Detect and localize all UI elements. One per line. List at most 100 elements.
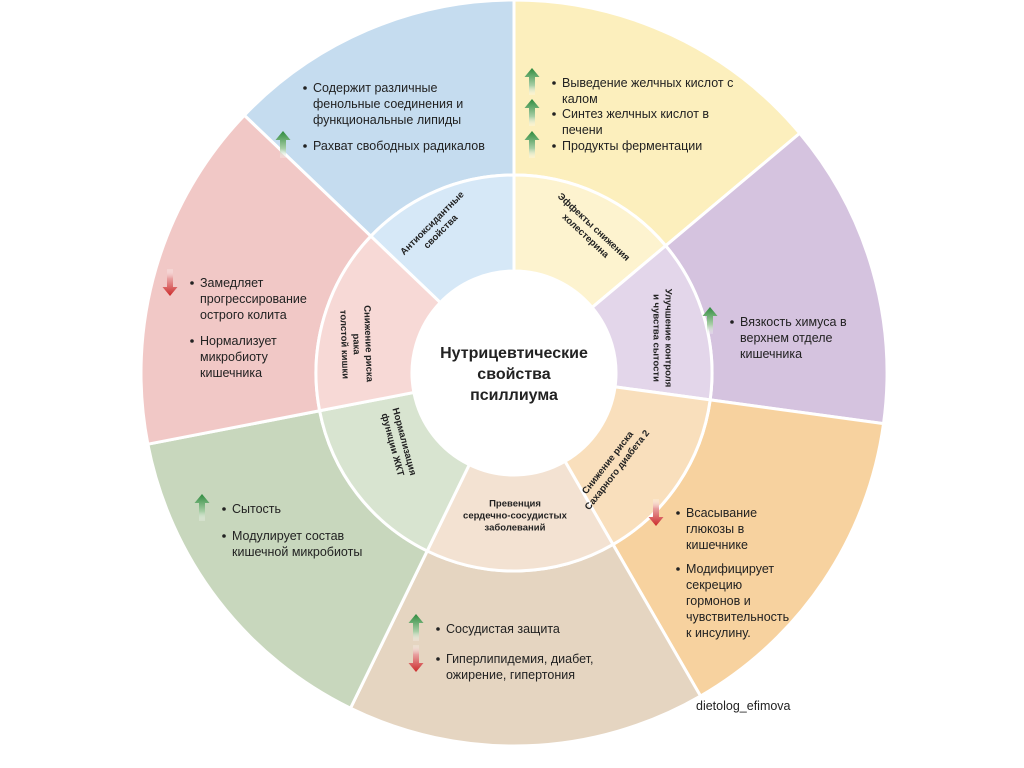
- bullet-dot-icon: [222, 507, 226, 511]
- bullet-line: ожирение, гипертония: [446, 668, 575, 682]
- bullet-line: к инсулину.: [686, 626, 751, 640]
- bullet-line: кишечнике: [686, 538, 748, 552]
- center-title: Нутрицевтические свойства псиллиума: [440, 345, 588, 404]
- bullet-line: кишечной микробиоты: [232, 545, 362, 559]
- bullet-text: Содержит различные фенольные соединения и…: [313, 81, 463, 127]
- bullet-dot-icon: [552, 81, 556, 85]
- bullet-line: Модулирует состав: [232, 529, 345, 543]
- bullet-line: Рахват свободных радикалов: [313, 139, 485, 153]
- sector-label-line: Превенция: [489, 499, 541, 510]
- bullet-text: Продукты ферментации: [562, 139, 702, 153]
- bullet-text: Модулирует состав кишечной микробиоты: [232, 529, 362, 559]
- bullet-line: Вязкость химуса в: [740, 315, 847, 329]
- bullet-line: Нормализует: [200, 334, 277, 348]
- bullet-text: Рахват свободных радикалов: [313, 139, 485, 153]
- bullet-line: Содержит различные: [313, 81, 437, 95]
- bullet-dot-icon: [190, 281, 194, 285]
- bullet-text: Гиперлипидемия, диабет, ожирение, гиперто…: [446, 652, 593, 682]
- inner-ring: [314, 173, 714, 573]
- bullet-dot-icon: [730, 320, 734, 324]
- bullet-item-antioxidant: Рахват свободных радикалов: [275, 131, 485, 158]
- bullet-line: Всасывание: [686, 506, 757, 520]
- bullet-item-gi: Модулирует состав кишечной микробиоты: [222, 529, 362, 559]
- bullet-item-colon: Замедляет прогрессирование острого колита: [162, 269, 307, 322]
- bullet-line: Продукты ферментации: [562, 139, 702, 153]
- bullet-text: Нормализует микробиоту кишечника: [200, 334, 277, 380]
- bullet-line: фенольные соединения и: [313, 97, 463, 111]
- bullet-dot-icon: [303, 144, 307, 148]
- arrow-up-icon: [194, 494, 210, 521]
- bullet-text: Всасывание глюкозы в кишечнике: [686, 506, 757, 552]
- center-title-line: псиллиума: [470, 387, 558, 404]
- bullet-line: Синтез желчных кислот в: [562, 107, 709, 121]
- bullet-item-cardio: Сосудистая защита: [408, 614, 560, 641]
- bullet-text: Синтез желчных кислот в печени: [562, 107, 709, 137]
- sector-label-line: рака: [350, 333, 362, 355]
- bullet-line: прогрессирование: [200, 292, 307, 306]
- author-credit: dietolog_efimova: [696, 699, 791, 713]
- arrow-down-icon: [408, 645, 424, 672]
- bullet-dot-icon: [303, 86, 307, 90]
- arrow-up-icon: [408, 614, 424, 641]
- bullet-line: Модифицирует: [686, 562, 774, 576]
- sector-label-satiety: Улучшение контроляи чувства сытости: [651, 289, 674, 388]
- sector-label-line: Улучшение контроля: [663, 289, 674, 388]
- bullet-line: печени: [562, 123, 603, 137]
- center-title-line: свойства: [477, 366, 550, 383]
- arrow-down-icon: [648, 499, 664, 526]
- bullet-dot-icon: [552, 144, 556, 148]
- bullet-item-colon: Нормализует микробиоту кишечника: [190, 334, 277, 380]
- bullet-dot-icon: [222, 534, 226, 538]
- arrow-up-icon: [275, 131, 291, 158]
- bullet-line: микробиоту: [200, 350, 269, 364]
- bullet-text: Сытость: [232, 502, 281, 516]
- sector-label-line: заболеваний: [485, 523, 546, 534]
- bullet-line: Гиперлипидемия, диабет,: [446, 652, 593, 666]
- bullet-dot-icon: [552, 112, 556, 116]
- bullet-item-diabetes: Всасывание глюкозы в кишечнике: [648, 499, 757, 552]
- bullet-line: верхнем отделе: [740, 331, 833, 345]
- bullet-line: глюкозы в: [686, 522, 745, 536]
- bullet-dot-icon: [676, 511, 680, 515]
- bullet-line: острого колита: [200, 308, 287, 322]
- bullet-item-cardio: Гиперлипидемия, диабет, ожирение, гиперто…: [408, 645, 593, 682]
- bullet-text: Выведение желчных кислот с калом: [562, 76, 733, 106]
- bullet-dot-icon: [676, 567, 680, 571]
- bullet-lists: Содержит различные фенольные соединения и…: [162, 68, 847, 682]
- bullet-item-cholesterol: Синтез желчных кислот в печени: [524, 99, 709, 137]
- bullet-line: Сытость: [232, 502, 281, 516]
- bullet-line: Сосудистая защита: [446, 622, 560, 636]
- sector-label-line: толстой кишки: [337, 310, 350, 380]
- bullet-line: гормонов и: [686, 594, 751, 608]
- bullet-line: секрецию: [686, 578, 742, 592]
- arrow-up-icon: [702, 307, 718, 334]
- arrow-up-icon: [524, 131, 540, 158]
- center-title-line: Нутрицевтические: [440, 345, 588, 362]
- bullet-line: Выведение желчных кислот с: [562, 76, 733, 90]
- sector-label-line: Снижение риска: [361, 305, 375, 383]
- sector-label-colon: Снижение рискаракатолстой кишки: [337, 305, 375, 384]
- bullet-line: калом: [562, 92, 598, 106]
- bullet-item-gi: Сытость: [194, 494, 281, 521]
- bullet-item-cholesterol: Продукты ферментации: [524, 131, 702, 158]
- bullet-line: кишечника: [200, 366, 262, 380]
- arrow-down-icon: [162, 269, 178, 296]
- outer-ring: [139, 0, 889, 748]
- bullet-dot-icon: [436, 657, 440, 661]
- center-circle: [412, 271, 616, 475]
- bullet-dot-icon: [190, 339, 194, 343]
- bullet-line: функциональные липиды: [313, 113, 461, 127]
- sector-label-line: и чувства сытости: [651, 294, 662, 382]
- arrow-up-icon: [524, 68, 540, 95]
- bullet-line: Замедляет: [200, 276, 264, 290]
- arrow-up-icon: [524, 99, 540, 126]
- bullet-text: Сосудистая защита: [446, 622, 560, 636]
- bullet-item-antioxidant: Содержит различные фенольные соединения и…: [303, 81, 463, 127]
- bullet-text: Замедляет прогрессирование острого колита: [200, 276, 307, 322]
